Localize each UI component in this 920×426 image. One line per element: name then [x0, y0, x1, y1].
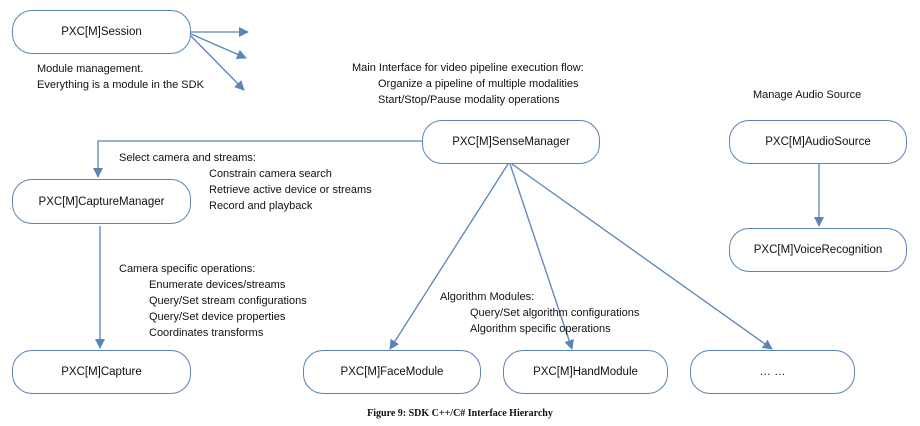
note-capture-item-4: Coordinates transforms: [149, 327, 264, 339]
note-algorithm: Algorithm Modules: Query/Set algorithm c…: [440, 289, 639, 337]
note-sense-manager-title: Main Interface for video pipeline execut…: [352, 62, 584, 74]
sense-to-capture-manager-arrow: [93, 140, 422, 178]
node-hand-module: PXC[M]HandModule: [503, 350, 668, 394]
note-capture-manager-item-2: Retrieve active device or streams: [209, 184, 372, 196]
note-capture-title: Camera specific operations:: [119, 263, 256, 275]
node-more: … …: [690, 350, 855, 394]
session-arrow-2: [190, 33, 247, 59]
node-capture: PXC[M]Capture: [12, 350, 191, 394]
note-sense-manager-item-1: Organize a pipeline of multiple modaliti…: [378, 78, 579, 90]
note-session-line-1: Module management.: [37, 63, 144, 75]
note-capture-manager: Select camera and streams: Constrain cam…: [119, 150, 372, 214]
note-sense-manager: Main Interface for video pipeline execut…: [352, 60, 584, 108]
note-session: Module management. Everything is a modul…: [37, 61, 204, 93]
node-capture-manager: PXC[M]CaptureManager: [12, 179, 191, 224]
note-capture-item-3: Query/Set device properties: [149, 311, 286, 323]
node-audio-source: PXC[M]AudioSource: [729, 120, 907, 164]
note-capture-manager-item-1: Constrain camera search: [209, 168, 332, 180]
note-audio: Manage Audio Source: [753, 87, 861, 103]
note-capture-item-2: Query/Set stream configurations: [149, 295, 307, 307]
note-capture-manager-title: Select camera and streams:: [119, 152, 256, 164]
node-sense-manager: PXC[M]SenseManager: [422, 120, 600, 164]
note-capture-item-1: Enumerate devices/streams: [149, 279, 286, 291]
session-arrow-3: [190, 35, 245, 91]
node-session: PXC[M]Session: [12, 10, 191, 54]
figure-caption: Figure 9: SDK C++/C# Interface Hierarchy: [367, 408, 553, 419]
node-voice-recognition: PXC[M]VoiceRecognition: [729, 228, 907, 272]
note-algorithm-item-1: Query/Set algorithm configurations: [470, 307, 640, 319]
note-capture-manager-item-3: Record and playback: [209, 200, 313, 212]
sense-to-face-arrow: [389, 163, 509, 350]
node-face-module: PXC[M]FaceModule: [303, 350, 481, 394]
note-capture: Camera specific operations: Enumerate de…: [119, 261, 307, 341]
note-algorithm-item-2: Algorithm specific operations: [470, 323, 611, 335]
note-algorithm-title: Algorithm Modules:: [440, 291, 535, 303]
note-sense-manager-item-2: Start/Stop/Pause modality operations: [378, 94, 560, 106]
sense-to-more-arrow: [511, 163, 773, 350]
sense-to-hand-arrow: [509, 163, 574, 350]
note-session-line-2: Everything is a module in the SDK: [37, 79, 204, 91]
note-audio-line: Manage Audio Source: [753, 89, 862, 101]
